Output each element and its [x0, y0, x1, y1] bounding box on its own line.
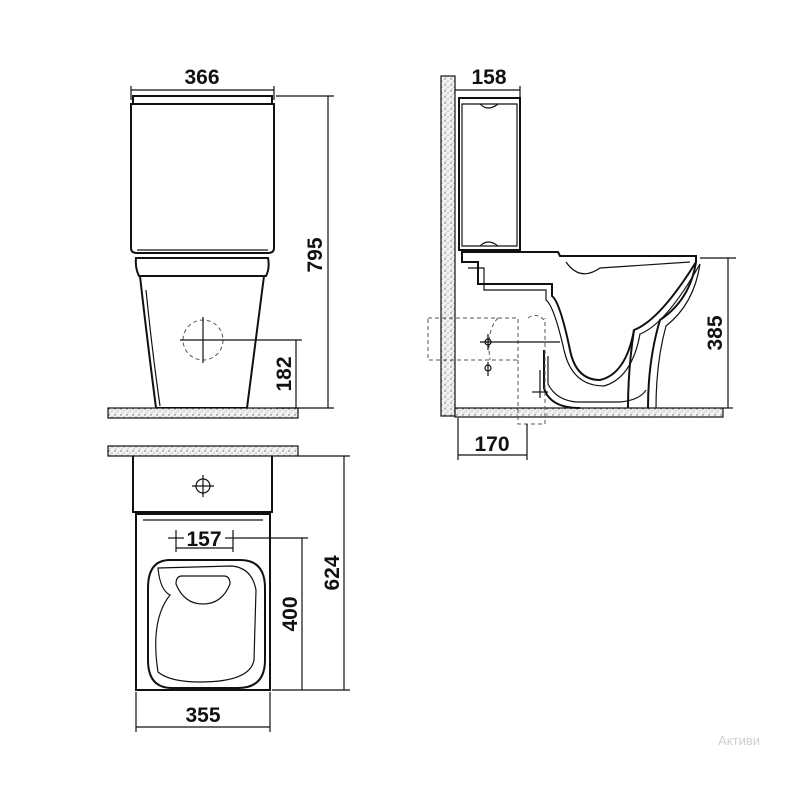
dimension-624-label: 624	[321, 555, 344, 590]
dimension-355-label: 355	[185, 704, 220, 727]
dimension-170-label: 170	[474, 433, 509, 456]
dimension-length: 624	[272, 455, 350, 691]
dimension-height-total: 795	[276, 95, 334, 409]
dimension-seat-height: 385	[700, 257, 736, 409]
dimension-width-front: 366	[130, 66, 275, 100]
dimension-inlet-height: 182	[226, 339, 302, 408]
dimension-400-label: 400	[279, 596, 302, 631]
dimension-tank-depth: 158	[455, 66, 521, 98]
floor-side	[454, 407, 724, 418]
water-inlet-symbol	[180, 317, 226, 363]
wall	[440, 75, 456, 417]
dimension-385-label: 385	[704, 315, 727, 350]
cistern-top	[132, 456, 273, 513]
floor-slab	[107, 407, 299, 419]
wall-top	[107, 445, 299, 457]
side-view: 158 385 170	[427, 66, 736, 460]
dimension-157-label: 157	[186, 528, 221, 551]
dimension-fixing-distance: 400	[241, 537, 308, 690]
dimension-158-label: 158	[471, 66, 506, 89]
bowl-top	[135, 513, 271, 691]
dimension-366-label: 366	[184, 66, 219, 89]
watermark-text: Активи	[718, 733, 760, 748]
pedestal	[139, 275, 265, 409]
dimension-outlet-offset: 170	[457, 418, 528, 460]
bowl-side	[461, 251, 697, 382]
inlet-top-symbol	[192, 475, 214, 497]
dimension-795-label: 795	[304, 237, 327, 272]
cistern	[130, 103, 275, 254]
top-view: 157 624 400 355	[107, 445, 350, 732]
dimension-182-label: 182	[273, 356, 296, 391]
cistern-side	[458, 97, 521, 251]
dimension-width-top: 355	[135, 692, 271, 732]
lid-handle	[175, 575, 231, 605]
outlet-dashed	[427, 317, 519, 361]
seat-top	[147, 559, 266, 689]
seat-rim	[134, 257, 270, 277]
fixing-bolts: 157	[168, 528, 241, 552]
tank-lid	[132, 95, 273, 105]
front-view: 366 795 182	[107, 66, 334, 419]
